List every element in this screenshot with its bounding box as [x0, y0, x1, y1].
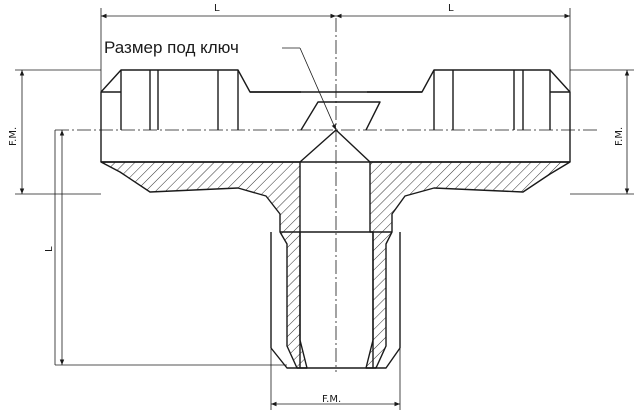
- bottom-thread-label: F.M.: [322, 394, 341, 405]
- dimension-lines: [15, 8, 634, 410]
- top-left-length-label: L: [214, 3, 220, 14]
- left-vertical-length-label: L: [44, 246, 55, 252]
- left-thread-label: F.M.: [8, 127, 19, 146]
- right-thread-label: F.M.: [614, 127, 625, 146]
- wrench-size-label: Размер под ключ: [104, 38, 239, 57]
- body-section-hatched: [100, 129, 571, 369]
- center-lines: [55, 18, 600, 372]
- top-right-length-label: L: [448, 3, 454, 14]
- wrench-size-leader: [282, 47, 337, 131]
- bottom-branch-threads: [270, 231, 401, 369]
- body-upper-outline: [100, 69, 571, 163]
